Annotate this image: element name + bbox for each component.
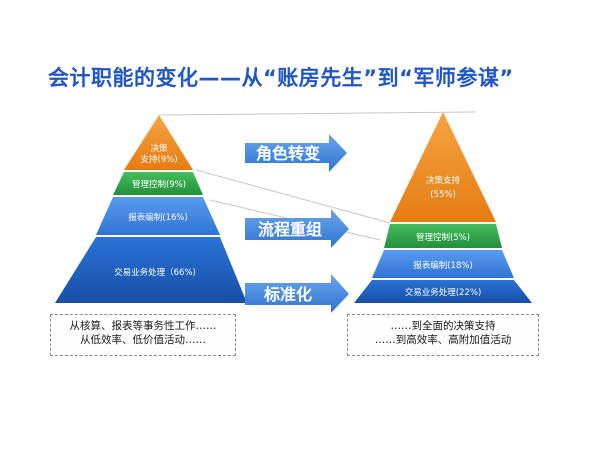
- right-tier-management: [384, 224, 502, 248]
- arrow-standardization: 标准化: [245, 274, 349, 313]
- right-decision-label-line1: 决策支持: [426, 175, 461, 186]
- left-reporting-label: 报表编制(16%): [128, 212, 188, 223]
- right-tier-transactions: [354, 280, 532, 303]
- right-management-label: 管理控制(5%): [416, 232, 470, 243]
- arrow-process-reengineering-label: 流程重组: [258, 220, 322, 239]
- left-transactions-label: 交易业务处理（66%): [114, 267, 196, 278]
- left-caption-line1: 从核算、报表等事务性工作……: [69, 320, 217, 332]
- right-tier-decision: [390, 112, 496, 222]
- left-tier-management: [113, 172, 203, 195]
- left-tier-transactions: [55, 237, 247, 303]
- right-transactions-label: 交易业务处理(22%): [405, 287, 482, 298]
- right-reporting-label: 报表编制(18%): [413, 260, 473, 271]
- right-decision-label-line2: (55%): [430, 190, 456, 200]
- connector-line-top: [158, 111, 476, 116]
- left-tier-reporting: [96, 197, 220, 235]
- page-title: 会计职能的变化——从“账房先生”到“军师参谋”: [48, 66, 514, 90]
- left-caption-box: 从核算、报表等事务性工作…… 从低效率、低价值活动……: [50, 314, 236, 356]
- arrow-role-change: 角色转变: [245, 134, 347, 172]
- right-caption-box: ……到全面的决策支持 ……到高效率、高附加值活动: [347, 314, 539, 356]
- left-decision-label-line1: 决策: [150, 143, 168, 154]
- right-caption-line1: ……到全面的决策支持: [390, 320, 496, 332]
- arrow-role-change-label: 角色转变: [256, 144, 320, 163]
- left-caption-line2: 从低效率、低价值活动……: [80, 334, 206, 346]
- arrow-process-reengineering: 流程重组: [245, 209, 349, 248]
- left-management-label: 管理控制(9%): [132, 179, 186, 190]
- right-tier-reporting: [372, 250, 514, 278]
- left-decision-label-line2: 支持(9%): [140, 154, 177, 165]
- left-tier-decision: [124, 115, 193, 170]
- connector-line-middle: [195, 169, 391, 224]
- right-caption-line2: ……到高效率、高附加值活动: [374, 334, 512, 346]
- left-pyramid: 决策 支持(9%) 管理控制(9%) 报表编制(16%) 交易业务处理（66%): [55, 115, 247, 303]
- right-pyramid: 决策支持 (55%) 管理控制(5%) 报表编制(18%) 交易业务处理(22%…: [354, 112, 532, 303]
- arrow-standardization-label: 标准化: [263, 285, 312, 304]
